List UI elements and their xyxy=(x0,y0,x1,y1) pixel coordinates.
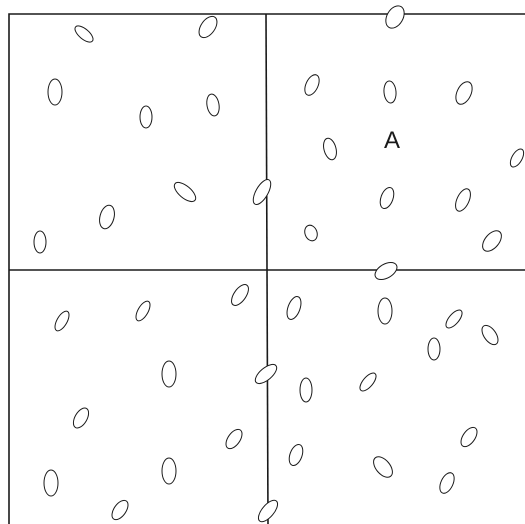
cell-ellipse xyxy=(382,3,408,32)
cell-ellipse xyxy=(228,282,252,309)
cell-ellipse xyxy=(452,187,473,214)
cell-ellipse xyxy=(303,223,320,242)
cell-ellipse xyxy=(195,13,220,41)
cell-ellipse xyxy=(70,405,91,430)
cell-ellipse xyxy=(162,458,176,484)
cell-ellipse xyxy=(97,204,117,231)
cell-ellipse xyxy=(171,179,199,205)
cell-ellipse xyxy=(383,81,397,104)
cell-ellipse xyxy=(250,177,274,207)
cell-ellipse xyxy=(52,309,72,333)
cell-ellipse xyxy=(72,23,95,45)
cell-ellipse xyxy=(284,295,303,322)
cell-ellipse xyxy=(162,361,176,387)
cell-ellipse xyxy=(479,323,501,348)
cell-layer xyxy=(34,3,525,524)
cell-ellipse xyxy=(453,79,476,107)
cell-ellipse xyxy=(357,370,379,393)
cell-ellipse xyxy=(321,137,338,161)
cell-ellipse xyxy=(223,427,245,452)
cell-ellipse xyxy=(302,72,322,97)
cell-ellipse xyxy=(508,147,525,169)
cell-ellipse xyxy=(443,307,465,330)
cell-ellipse xyxy=(140,106,152,128)
quadrant-label-a: A xyxy=(384,127,400,154)
cell-ellipse xyxy=(34,231,46,253)
grid-frame xyxy=(9,14,525,524)
cell-ellipse xyxy=(372,259,400,283)
cell-ellipse xyxy=(205,93,221,117)
grid-vertical-divider xyxy=(266,14,268,524)
cell-ellipse xyxy=(252,361,280,387)
cell-ellipse xyxy=(44,470,58,496)
cell-ellipse xyxy=(48,79,62,105)
cell-ellipse xyxy=(378,186,397,211)
cell-ellipse xyxy=(300,378,312,402)
cell-ellipse xyxy=(109,498,131,523)
cell-ellipse xyxy=(378,298,392,324)
cell-ellipse xyxy=(458,425,480,450)
cell-ellipse xyxy=(287,443,306,468)
cell-ellipse xyxy=(479,227,505,254)
cell-ellipse xyxy=(133,299,153,323)
cell-ellipse xyxy=(437,470,457,495)
cell-ellipse xyxy=(428,338,440,360)
cell-ellipse xyxy=(370,453,396,480)
